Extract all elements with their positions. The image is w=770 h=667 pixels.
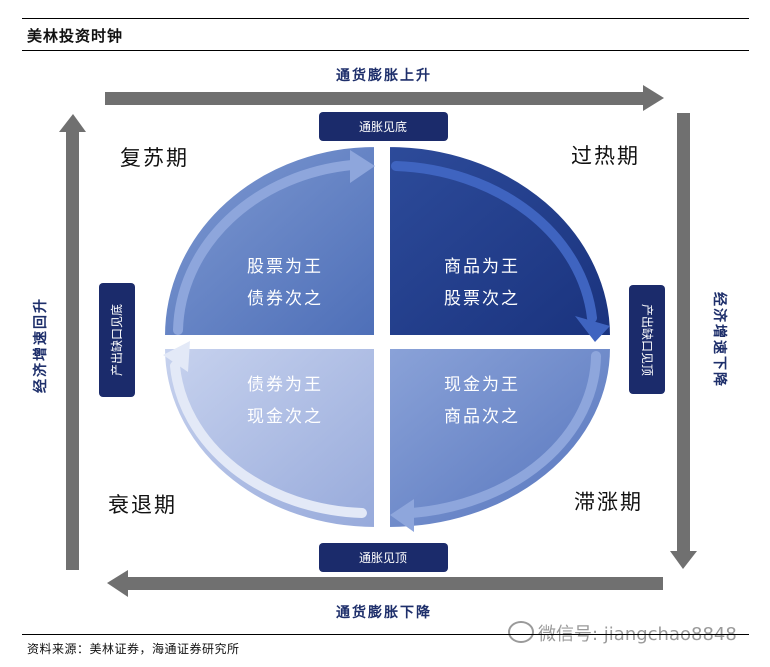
- badge-left: 产出缺口见底: [99, 283, 135, 397]
- source-note: 资料来源：美林证券，海通证券研究所: [27, 642, 240, 656]
- badge-right-label: 产出缺口见顶: [640, 304, 655, 376]
- left-arrow-label: 经济增速回升: [32, 297, 49, 393]
- quad-tl-line1: 股票为王: [247, 257, 323, 277]
- arrowhead-top-left: [350, 150, 375, 183]
- quadrant-top-left: [162, 144, 376, 337]
- quad-tr-line2: 股票次之: [444, 289, 520, 309]
- arc-arrow-bottom-left: [170, 361, 367, 518]
- arrowhead-bottom-right: [390, 499, 414, 532]
- top-inflation-arrow: [105, 85, 664, 111]
- arc-arrow-top-left: [173, 160, 357, 335]
- phase-recession: 衰退期: [108, 493, 177, 517]
- badge-top-label: 通胀见底: [359, 119, 407, 134]
- page-title: 美林投资时钟: [27, 27, 124, 45]
- badge-left-label: 产出缺口见底: [109, 304, 124, 376]
- left-growth-arrow: [59, 114, 86, 570]
- arrowhead-bottom-left: [163, 341, 190, 372]
- arrowhead-top-right: [575, 316, 610, 342]
- header-rule: [22, 18, 749, 19]
- quad-tl-line2: 债券次之: [247, 289, 323, 309]
- quad-bl-line1: 债券为王: [247, 375, 323, 395]
- quadrant-bottom-left: [162, 347, 376, 530]
- quad-bl-line2: 现金次之: [247, 407, 323, 427]
- quadrant-top-right: [388, 144, 613, 337]
- quad-br-line1: 现金为王: [444, 375, 520, 395]
- right-arrow-label: 经济增速下降: [711, 292, 728, 388]
- cycle-arrows: [170, 160, 601, 518]
- phase-stagflation: 滞涨期: [574, 490, 643, 514]
- badge-bottom: 通胀见顶: [319, 543, 448, 572]
- title-rule: [22, 50, 749, 51]
- badge-top: 通胀见底: [319, 112, 448, 141]
- wechat-watermark: 微信号: jiangchao8848: [508, 620, 737, 646]
- bottom-arrow-label: 通货膨胀下降: [336, 604, 432, 621]
- right-growth-arrow: [670, 113, 697, 569]
- phase-overheat: 过热期: [571, 144, 640, 168]
- arc-arrow-top-right: [391, 161, 597, 323]
- wechat-icon: [508, 621, 534, 643]
- footer-rule: [22, 634, 749, 635]
- top-arrow-label: 通货膨胀上升: [336, 67, 432, 84]
- bottom-inflation-arrow: [107, 570, 663, 597]
- quadrant-bottom-right: [388, 347, 613, 530]
- quad-br-line2: 商品次之: [444, 407, 520, 427]
- phase-recovery: 复苏期: [120, 146, 189, 170]
- arc-arrow-bottom-right: [407, 351, 601, 518]
- quad-tr-line1: 商品为王: [444, 257, 520, 277]
- badge-right: 产出缺口见顶: [629, 285, 665, 394]
- badge-bottom-label: 通胀见顶: [359, 551, 407, 565]
